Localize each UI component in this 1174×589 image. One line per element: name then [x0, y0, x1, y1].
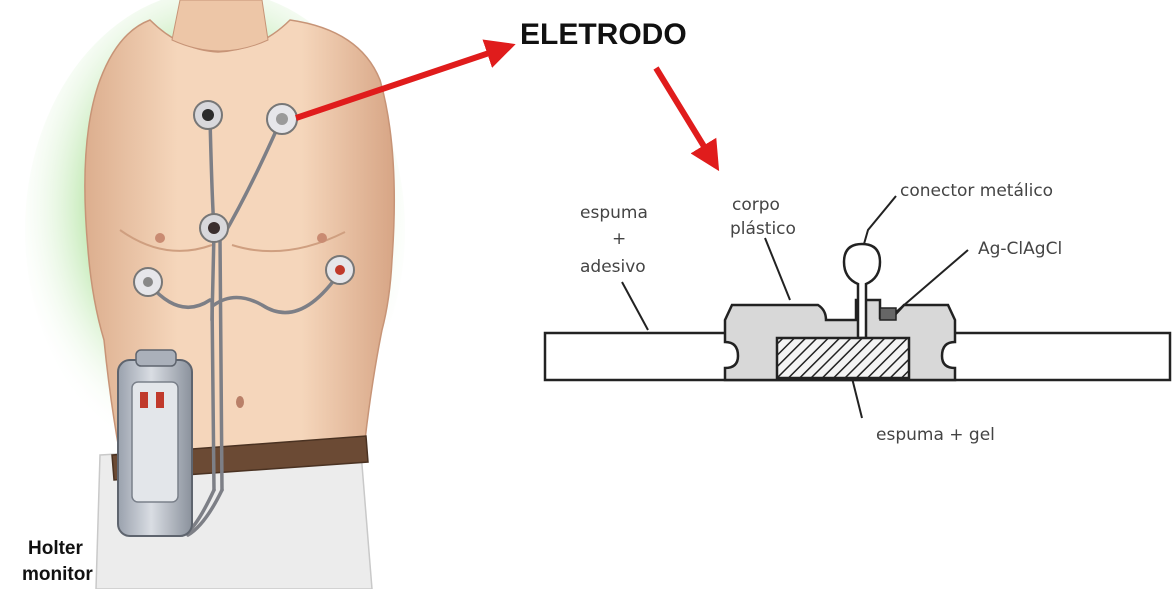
electrode-lower-right — [326, 256, 354, 284]
label-foam-gel: espuma + gel — [876, 425, 995, 445]
nipple-right — [317, 233, 327, 243]
label-plastic-body-line2: plástico — [730, 219, 796, 239]
label-foam-adhesive-line2: + — [612, 229, 626, 249]
neck — [172, 0, 268, 51]
electrode-lower-left — [134, 268, 162, 296]
electrode-upper-right — [267, 104, 297, 134]
label-electrode-material: Ag-ClAgCl — [978, 239, 1062, 259]
label-foam-adhesive-line3: adesivo — [580, 257, 646, 277]
gel-foam-core — [777, 338, 909, 378]
electrode-upper-left — [194, 101, 222, 129]
label-metal-connector: conector metálico — [900, 181, 1053, 201]
arrow-to-diagram — [656, 68, 716, 166]
electrode-center — [200, 214, 228, 242]
nipple-left — [155, 233, 165, 243]
ag-agcl-block — [880, 308, 896, 320]
holter-label-line1: Holter — [28, 538, 84, 559]
holter-monitor-device — [118, 350, 192, 536]
navel — [236, 396, 244, 408]
title-label: ELETRODO — [520, 18, 687, 51]
holter-label-line2: monitor — [22, 564, 93, 585]
label-plastic-body-line1: corpo — [732, 195, 780, 215]
holter-label: Holter monitor — [22, 538, 93, 585]
label-foam-adhesive-line1: espuma — [580, 203, 648, 223]
electrode-cross-section — [545, 196, 1170, 418]
torso-illustration — [25, 0, 405, 589]
